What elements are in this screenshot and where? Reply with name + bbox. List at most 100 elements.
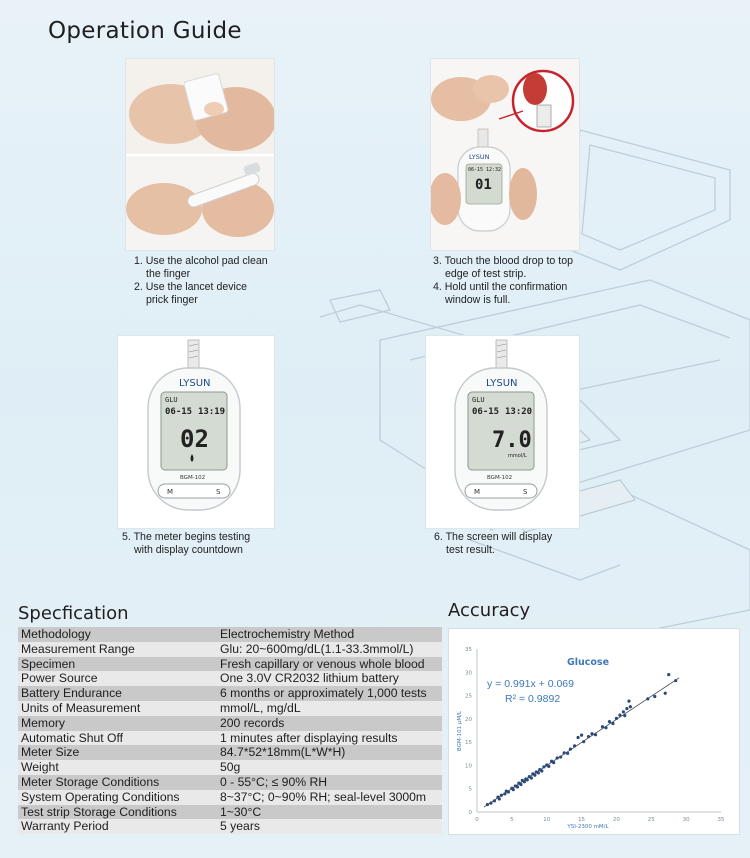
meter-5-model: BGM-102 [180, 475, 205, 481]
data-point [674, 679, 678, 683]
step-caption-5: 5. The meter begins testing with display… [122, 531, 250, 557]
spec-key: Units of Measurement [18, 700, 214, 716]
spec-title: Specfication [18, 603, 129, 624]
meter-5-m-button: M [167, 488, 173, 496]
step-caption-6: 6. The screen will display test result. [434, 531, 552, 557]
data-point [621, 710, 625, 714]
caption-line: test result. [446, 544, 495, 556]
meter-6-m-button: M [474, 488, 480, 496]
x-tick-label: 30 [683, 817, 690, 823]
x-tick-label: 15 [578, 817, 585, 823]
y-tick-label: 10 [465, 763, 472, 769]
y-tick-label: 20 [465, 717, 472, 723]
data-point [573, 744, 577, 748]
spec-value: 1~30°C [214, 804, 442, 820]
spec-value: Electrochemistry Method [214, 627, 442, 642]
data-point [667, 673, 671, 677]
data-point [590, 732, 594, 736]
meter-6-value: 7.0 [492, 428, 532, 453]
meter-6-model: BGM-102 [487, 475, 512, 481]
caption-line: prick finger [146, 294, 198, 306]
data-point [492, 799, 497, 803]
spec-value: 5 years [214, 819, 442, 835]
data-point [653, 694, 657, 699]
data-point [511, 788, 515, 792]
spec-value: mmol/L, mg/dL [214, 700, 442, 716]
data-point [611, 721, 615, 726]
meter-5-s-button: S [216, 488, 221, 496]
chart-title: Glucose [567, 657, 609, 668]
small-meter-time: 12:32 [486, 167, 501, 173]
data-point [533, 773, 537, 777]
caption-line: window is full. [445, 294, 511, 306]
small-meter-date: 06-15 [468, 167, 483, 173]
spec-key: Meter Storage Conditions [18, 774, 214, 790]
r-squared: R² = 0.9892 [505, 693, 560, 705]
data-point [499, 793, 503, 797]
y-tick-label: 25 [465, 694, 472, 700]
data-point [515, 785, 520, 789]
step-caption-3-4: 3. Touch the blood drop to top edge of t… [433, 255, 573, 307]
spec-value: 0 - 55°C; ≤ 90% RH [214, 774, 442, 790]
step-5-photo: LYSUN GLU 06-15 13:19 02 BGM-102 M S [117, 335, 275, 529]
data-point [614, 716, 619, 720]
data-point [579, 733, 584, 737]
page-title: Operation Guide [48, 18, 242, 44]
data-point [497, 797, 501, 801]
meter-6-unit: mmol/L [508, 453, 527, 459]
step-2-photo: LYSUN 06-15 12:32 01 [430, 58, 580, 251]
data-point [559, 755, 563, 759]
caption-line: 6. The screen will display [434, 531, 553, 543]
spec-key: Measurement Range [18, 641, 214, 657]
x-tick-label: 20 [613, 817, 620, 823]
meter-5-date: 06-15 [165, 407, 192, 417]
data-point [540, 769, 544, 773]
x-axis-label: YSI-2300 mM/L [566, 824, 609, 830]
spec-value: Glu: 20~600mg/dL(1.1-33.3mmol/L) [214, 641, 442, 657]
spec-value: One 3.0V CR2032 lithium battery [214, 671, 442, 687]
meter-6-label: GLU [472, 396, 485, 404]
data-point [576, 735, 580, 740]
data-point [503, 792, 507, 796]
data-point [607, 720, 612, 724]
step-6-photo: LYSUN GLU 06-15 13:20 7.0 mmol/L BGM-102… [425, 335, 580, 529]
caption-line: 1. Use the alcohol pad clean [134, 255, 268, 267]
data-point [623, 713, 627, 718]
trend-equation: y = 0.991x + 0.069 [487, 678, 574, 690]
spec-key: Automatic Shut Off [18, 730, 214, 746]
spec-key: Power Source [18, 671, 214, 687]
meter-6-date: 06-15 [472, 407, 499, 417]
spec-value: 1 minutes after displaying results [214, 730, 442, 746]
y-tick-label: 35 [465, 647, 472, 653]
spec-key: Battery Endurance [18, 686, 214, 701]
caption-line: edge of test strip. [445, 268, 527, 280]
data-point [525, 778, 529, 782]
x-tick-label: 5 [510, 817, 514, 823]
data-point [627, 699, 631, 703]
caption-line: the finger [146, 268, 191, 280]
caption-line: 3. Touch the blood drop to top [433, 255, 573, 267]
data-point [562, 751, 566, 755]
meter-5-time: 13:19 [198, 407, 225, 417]
data-point [555, 756, 559, 760]
x-tick-label: 10 [543, 817, 550, 823]
spec-key: Test strip Storage Conditions [18, 804, 214, 820]
caption-line: 5. The meter begins testing [122, 531, 251, 543]
data-point [485, 802, 490, 807]
caption-line: 2. Use the lancet device [134, 281, 248, 293]
data-point [568, 747, 573, 751]
data-point [522, 780, 527, 784]
spec-value: Fresh capillary or venous whole blood [214, 656, 442, 672]
